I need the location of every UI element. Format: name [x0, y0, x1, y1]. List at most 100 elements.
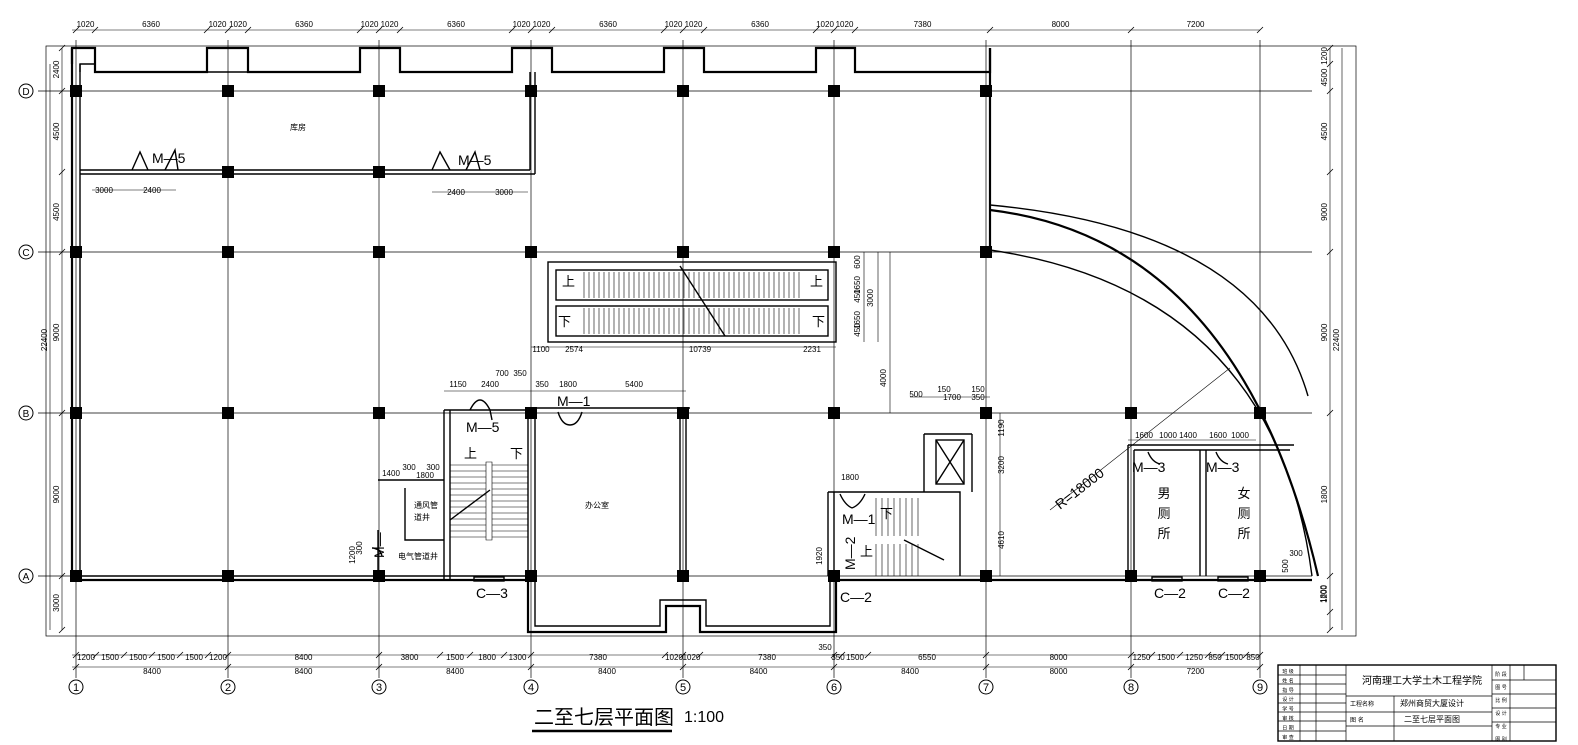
dimension-tick [700, 26, 708, 34]
column [222, 570, 234, 582]
dimension-value: 1600 [1135, 431, 1153, 440]
dimension-value: 8400 [295, 667, 313, 676]
dimension-value: 1020 [685, 20, 703, 29]
axis-bubble-6: 6 [826, 679, 842, 695]
door-swings [131, 147, 1229, 557]
title-block-project: 郑州商贸大厦设计 [1400, 698, 1464, 708]
title-block-right-row: 图 号 [1495, 685, 1507, 691]
dimension-value: 6360 [142, 20, 160, 29]
dimension-tick [203, 26, 211, 34]
dimension-tick [830, 663, 838, 671]
title-block-project-label: 工程名称 [1350, 700, 1374, 708]
dimension-value: 1700 [943, 393, 961, 402]
dimension-tick [148, 651, 156, 659]
dimension-value: 2400 [52, 60, 61, 78]
dimension-value: 4500 [1320, 68, 1329, 86]
title-block-left-row: 设 计 [1282, 696, 1294, 703]
column [525, 570, 537, 582]
drawing-title: 二至七层平面图 [534, 705, 674, 729]
column [828, 85, 840, 97]
dimension-tick [72, 26, 80, 34]
dimension-value: 300 [355, 541, 364, 555]
dimension-value: 1200 [1320, 47, 1329, 65]
stair-well [485, 461, 493, 541]
dimension-value: 350 [513, 369, 527, 378]
column [1254, 407, 1266, 419]
room-vent-shaft-label-2: 道井 [414, 512, 430, 522]
dimension-tick [1127, 651, 1135, 659]
column [980, 85, 992, 97]
dimension-tick [72, 663, 80, 671]
axis-bubble-label: C [22, 248, 29, 259]
dimension-tick [812, 26, 820, 34]
columns [70, 85, 1266, 582]
drawing-labels: 库房 办公室 电气管道井 通风管 道井 M—5 M—5 M—5 M—1 M—1 … [152, 122, 1482, 729]
title-block-left-row: 审 查 [1282, 734, 1294, 741]
dimension-tick [91, 26, 99, 34]
dimension-tick [58, 44, 66, 52]
dimension-tick [120, 651, 128, 659]
drawing-scale: 1:100 [684, 709, 724, 726]
dimension-value: 1150 [449, 380, 467, 389]
dimension-value: 1800 [1319, 585, 1328, 603]
dimension-tick [1326, 168, 1334, 176]
door-m-label-small: M— [371, 532, 387, 558]
dimension-value: 1500 [1157, 653, 1175, 662]
title-block-left-row: 日 期 [1282, 725, 1294, 731]
room-storage-label: 库房 [290, 122, 306, 132]
dimension-value: 3200 [997, 456, 1006, 474]
dimension-tick [356, 26, 364, 34]
room-mens-label: 厕 [1157, 507, 1170, 522]
dimension-value: 3000 [495, 188, 513, 197]
exterior-walls [70, 46, 1320, 634]
dimension-value: 1800 [559, 380, 577, 389]
column [677, 246, 689, 258]
dimension-tick [375, 663, 383, 671]
axis-bubble-label: 3 [376, 682, 382, 694]
column [70, 570, 82, 582]
stair-up-label-1: 上 [464, 447, 477, 462]
dimension-tick [1176, 651, 1184, 659]
dimension-value: 850 [1246, 653, 1260, 662]
dimension-tick [58, 248, 66, 256]
title-block-left-row: 审 核 [1282, 715, 1294, 722]
dimension-value: 500 [1281, 559, 1290, 573]
dimension-value: 2400 [447, 188, 465, 197]
dimension-value: 4500 [52, 203, 61, 221]
dimension-value: 2400 [143, 186, 161, 195]
dimension-value: 8400 [446, 667, 464, 676]
dimension-tick [1326, 626, 1334, 634]
misc-dim-line [863, 252, 879, 342]
dimension-value: 1800 [1320, 485, 1329, 503]
dimension-value: 1800 [416, 471, 434, 480]
windows [473, 576, 1249, 582]
escalator-up-label-1: 上 [562, 275, 575, 290]
dimension-tick [508, 26, 516, 34]
column [222, 85, 234, 97]
dimension-value: 1020 [816, 20, 834, 29]
dimension-tick [58, 168, 66, 176]
dimension-tick [830, 651, 838, 659]
dimension-value: 6550 [918, 653, 936, 662]
stair-arrow [449, 489, 491, 521]
dimension-tick [58, 572, 66, 580]
dimension-tick [375, 651, 383, 659]
dimension-value: 1400 [1179, 431, 1197, 440]
column [677, 570, 689, 582]
radius-leader [1049, 367, 1231, 511]
column [980, 246, 992, 258]
column [828, 407, 840, 419]
dimension-value: 7200 [1187, 20, 1205, 29]
room-mens-label: 所 [1157, 527, 1170, 542]
dimension-value: 7380 [589, 653, 607, 662]
dimension-value: 2574 [565, 345, 583, 354]
room-womens-label: 女 [1237, 486, 1250, 502]
dimension-tick [224, 663, 232, 671]
axis-bubble-label: 5 [680, 682, 686, 694]
dimension-value: 1020 [683, 653, 701, 662]
dimension-value: 1020 [836, 20, 854, 29]
dimension-value: 1250 [1185, 653, 1203, 662]
column [70, 407, 82, 419]
window-c3-label: C—3 [476, 585, 508, 601]
dimension-tick [1148, 651, 1156, 659]
